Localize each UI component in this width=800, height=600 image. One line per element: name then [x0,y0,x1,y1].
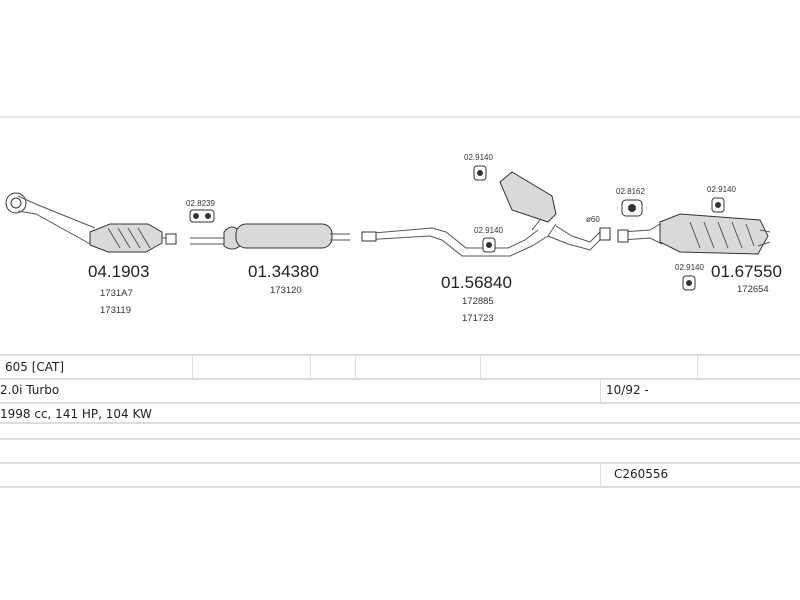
catalytic-converter-icon [89,223,163,253]
rear-silencer-ref: 172654 [737,284,769,295]
center-pipe[interactable] [361,171,611,257]
diameter-label: ø60 [586,215,600,224]
muffler-icon [499,171,557,223]
center-pipe-ref-1: 172885 [462,296,494,307]
rear-clamp-code: 02.8162 [616,187,645,196]
middle-silencer-ref: 173120 [270,285,302,296]
clamp-icon[interactable] [189,209,215,223]
front-catalyst-ref-1: 1731A7 [100,288,133,299]
front-catalyst-ref-2: 173119 [100,305,131,316]
table-row-model: 605 [CAT] [0,356,800,379]
center-pipe-ref-2: 171723 [462,313,494,324]
rubber-hanger-icon[interactable] [482,237,496,253]
vehicle-specs: 1998 cc, 141 HP, 104 KW [0,407,152,421]
middle-silencer[interactable] [190,223,350,250]
vehicle-model: 605 [CAT] [5,360,65,374]
vehicle-production: 10/92 - [606,383,649,397]
table-row-code: C260556 [0,463,800,486]
front-clamp-code: 02.8239 [186,199,215,208]
center-hanger-mid-code: 02.9140 [474,226,503,235]
muffler-icon [659,213,769,255]
rear-silencer[interactable] [617,213,771,255]
rear-silencer-code: 01.67550 [711,262,782,281]
vehicle-engine: 2.0i Turbo [0,383,60,397]
table-row-specs: 1998 cc, 141 HP, 104 KW [0,403,800,426]
center-pipe-code: 01.56840 [441,273,512,292]
rubber-hanger-icon[interactable] [711,197,725,213]
clamp-icon[interactable] [621,199,643,217]
vehicle-code: C260556 [614,467,669,481]
front-catalyst[interactable] [5,192,177,253]
front-catalyst-code: 04.1903 [88,262,149,281]
center-hanger-top-code: 02.9140 [464,153,493,162]
rear-hanger-top-code: 02.9140 [707,185,736,194]
table-row-engine: 2.0i Turbo 10/92 - [0,379,800,402]
muffler-icon [235,223,333,249]
middle-silencer-code: 01.34380 [248,262,319,281]
table-top-border [0,354,800,356]
rubber-hanger-icon[interactable] [473,165,487,181]
rear-hanger-left-code: 02.9140 [675,263,704,272]
rubber-hanger-icon[interactable] [682,275,696,291]
